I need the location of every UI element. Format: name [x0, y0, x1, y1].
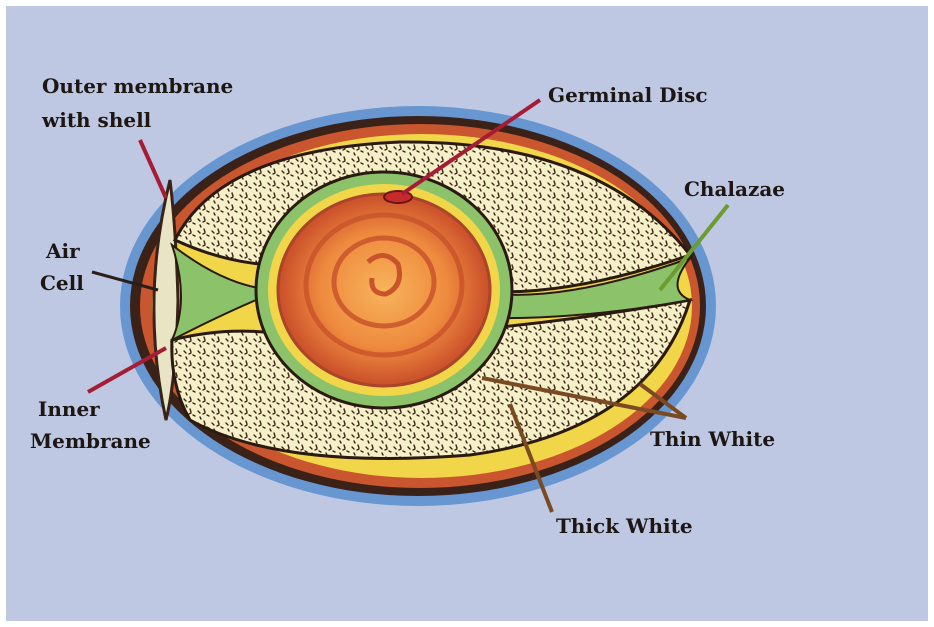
label-inner-membrane-line1: Inner [38, 397, 100, 421]
label-outer-membrane-line1: Outer membrane [42, 74, 233, 98]
germinal-disc [384, 191, 412, 203]
label-germinal-disc: Germinal Disc [548, 83, 708, 107]
label-inner-membrane-line2: Membrane [30, 429, 151, 453]
label-thick-white: Thick White [556, 514, 693, 538]
label-air-cell-line2: Cell [40, 271, 84, 295]
label-chalazae: Chalazae [684, 177, 785, 201]
label-outer-membrane-line2: with shell [41, 108, 152, 132]
label-air-cell-line1: Air [45, 239, 80, 263]
label-thin-white: Thin White [650, 427, 775, 451]
